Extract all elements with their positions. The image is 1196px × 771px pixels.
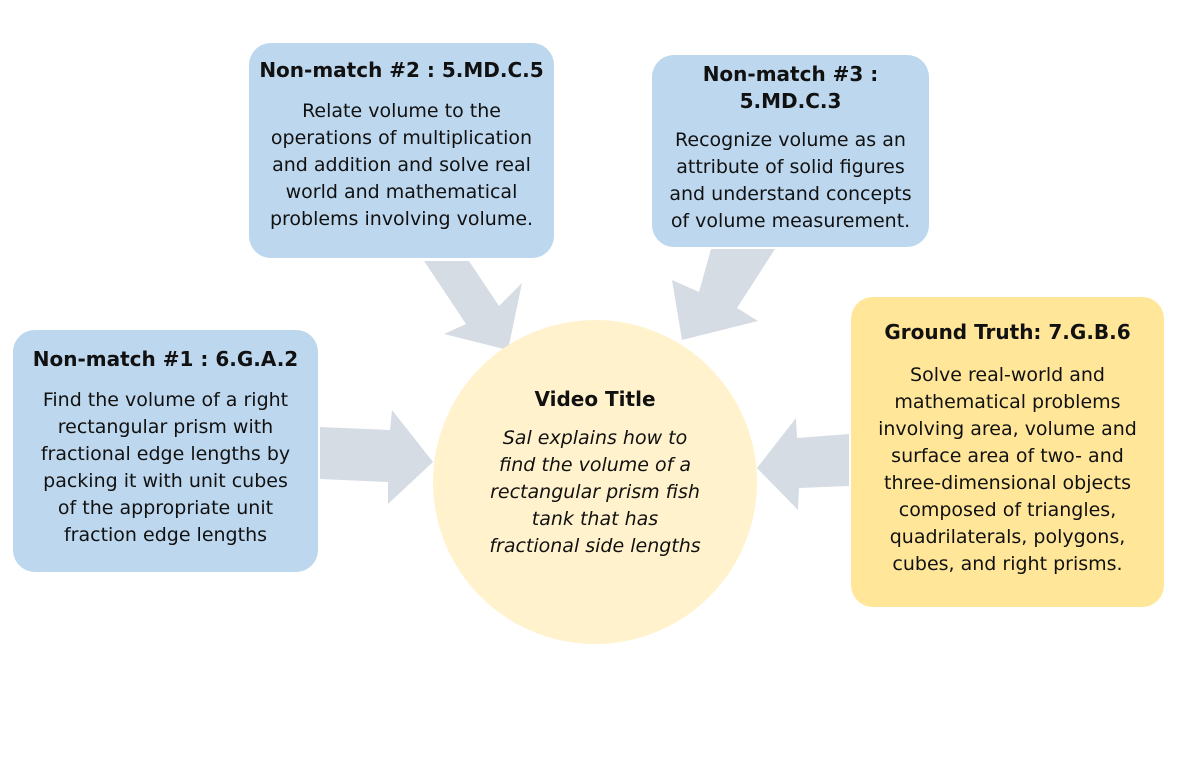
ground-truth-title: Ground Truth: 7.G.B.6 [884,320,1131,344]
description-line: composed of triangles, [898,499,1117,521]
description-line: rectangular prism fish [490,481,700,503]
description-line: packing it with unit cubes [43,470,288,492]
non-match-2-title: Non-match #2 : 5.MD.C.5 [259,58,544,82]
description-line: cubes, and right prisms. [892,553,1123,575]
video-title-circle: Video Title Sal explains how to find the… [433,320,757,644]
description-line: Solve real-world and [910,364,1105,386]
description-line: world and mathematical [285,181,518,203]
description-line: Relate volume to the [302,100,501,122]
non-match-3-box: Non-match #3 : 5.MD.C.3 Recognize volume… [652,55,929,247]
description-line: three-dimensional objects [884,472,1131,494]
description-line: of the appropriate unit [57,497,274,519]
video-title-heading: Video Title [534,387,656,411]
ground-truth-box: Ground Truth: 7.G.B.6 Solve real-world a… [851,297,1164,607]
non-match-1-title: Non-match #1 : 6.G.A.2 [32,347,299,371]
video-title-description: Sal explains how to find the volume of a… [463,425,727,560]
ground-truth-description: Solve real-world and mathematical proble… [861,362,1154,578]
description-line: of volume measurement. [670,210,911,232]
non-match-3-title: Non-match #3 : 5.MD.C.3 [662,61,919,115]
description-line: surface area of two- and [891,445,1124,467]
non-match-2-box: Non-match #2 : 5.MD.C.5 Relate volume to… [249,43,554,258]
description-line: Sal explains how to [502,427,688,449]
description-line: Recognize volume as an [675,129,906,151]
non-match-3-description: Recognize volume as an attribute of soli… [662,127,919,235]
title-line: 5.MD.C.3 [739,89,842,113]
arrow-from-non-match-3 [672,249,775,340]
description-line: quadrilaterals, polygons, [889,526,1126,548]
non-match-2-description: Relate volume to the operations of multi… [259,98,544,233]
description-line: and understand concepts [669,183,912,205]
description-line: attribute of solid figures [676,156,905,178]
description-line: mathematical problems [894,391,1121,413]
arrow-from-non-match-1 [320,410,433,504]
arrow-from-ground-truth [757,418,849,510]
arrow-from-non-match-2 [424,261,522,350]
description-line: fractional edge lengths by [40,443,291,465]
description-line: operations of multiplication [270,127,533,149]
description-line: problems involving volume. [269,208,534,230]
description-line: rectangular prism with [57,416,274,438]
description-line: fraction edge lengths [63,524,268,546]
non-match-1-box: Non-match #1 : 6.G.A.2 Find the volume o… [13,330,318,572]
description-line: fractional side lengths [489,535,701,557]
description-line: and addition and solve real [272,154,531,176]
description-line: find the volume of a [498,454,692,476]
title-line: Non-match #3 : [702,62,879,86]
description-line: involving area, volume and [878,418,1137,440]
description-line: tank that has [531,508,659,530]
description-line: Find the volume of a right [42,389,289,411]
non-match-1-description: Find the volume of a right rectangular p… [23,387,308,549]
